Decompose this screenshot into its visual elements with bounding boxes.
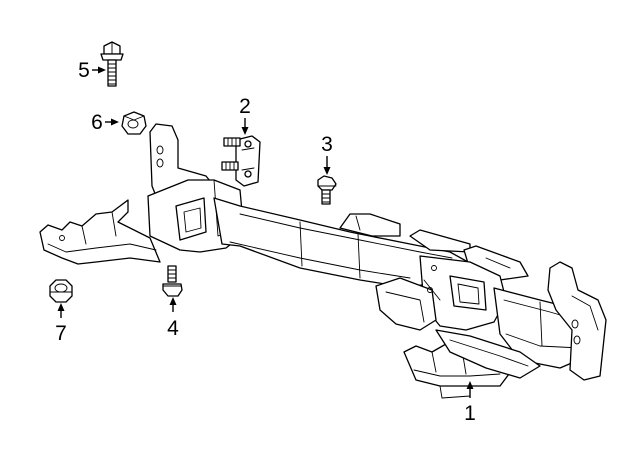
callout-5-label: 5 xyxy=(78,59,90,82)
callout-1-label: 1 xyxy=(464,402,476,425)
callout-4-label: 4 xyxy=(167,317,179,340)
callout-2-label: 2 xyxy=(239,95,251,118)
callout-6-label: 6 xyxy=(91,111,103,134)
callout-4: 4 xyxy=(167,297,179,340)
callout-5: 5 xyxy=(78,59,106,82)
callout-1: 1 xyxy=(464,381,476,425)
callout-3: 3 xyxy=(321,133,333,175)
callout-3-label: 3 xyxy=(321,133,333,156)
callout-7-label: 7 xyxy=(55,322,67,345)
flange-nut-6[interactable] xyxy=(121,111,147,135)
flange-nut-7[interactable] xyxy=(49,279,73,303)
flange-bolt-4[interactable] xyxy=(162,265,183,297)
callout-7: 7 xyxy=(55,303,67,345)
bracket-with-studs[interactable] xyxy=(221,135,261,187)
hitch-frame[interactable] xyxy=(39,123,607,399)
callout-6: 6 xyxy=(91,111,119,134)
long-flange-bolt-5[interactable] xyxy=(100,41,124,87)
callout-2: 2 xyxy=(239,95,251,135)
flange-bolt-3[interactable] xyxy=(317,175,337,205)
